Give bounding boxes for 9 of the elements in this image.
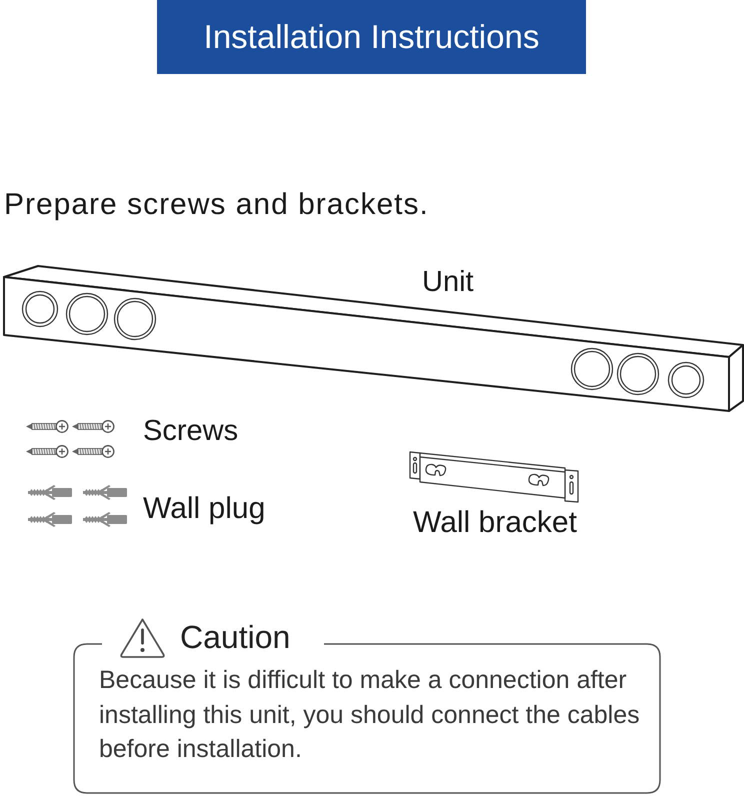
part-label: Unit — [422, 266, 474, 300]
instruction-text: Prepare screws and brackets. — [4, 188, 429, 222]
caution-box — [73, 617, 661, 794]
part-label: Wall plug — [143, 492, 266, 526]
caution-text: Because it is difficult to make a connection after installing this unit, you should connect the cables before installation. — [99, 665, 641, 765]
part-label: Wall bracket — [413, 506, 577, 540]
title-banner: Installation Instructions — [157, 0, 586, 74]
part-label: Screws — [143, 415, 238, 448]
caution-heading: Caution — [180, 619, 290, 656]
